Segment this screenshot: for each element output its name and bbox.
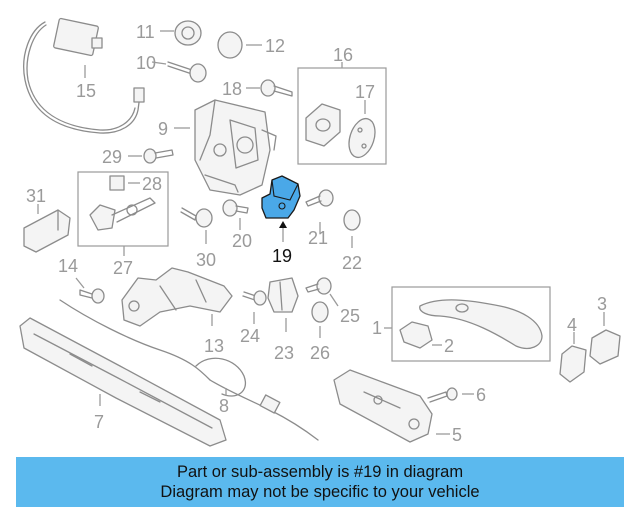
part-5-bracket xyxy=(333,369,433,443)
part-13-frame xyxy=(121,267,233,327)
callout-5: 5 xyxy=(452,425,462,445)
callout-16: 16 xyxy=(333,45,353,65)
part-1-outer-handle xyxy=(419,299,543,350)
callout-28: 28 xyxy=(142,174,162,194)
callout-15: 15 xyxy=(76,81,96,101)
callout-18: 18 xyxy=(222,79,242,99)
part-20-bolt xyxy=(222,199,249,217)
part-19-highlighted xyxy=(261,175,301,219)
callout-6: 6 xyxy=(476,385,486,405)
part-3-cover xyxy=(589,329,621,365)
callout-8: 8 xyxy=(219,396,229,416)
part-16-striker-plate xyxy=(305,103,341,147)
callout-24: 24 xyxy=(240,326,260,346)
banner-line-1: Part or sub-assembly is #19 in diagram xyxy=(176,463,464,481)
parts-diagram: 15 11 12 10 18 9 29 xyxy=(19,17,621,447)
part-30-bolt xyxy=(180,207,213,228)
part-11-grommet xyxy=(174,20,202,46)
callout-19: 19 xyxy=(272,246,292,266)
part-28-bracket xyxy=(109,175,125,191)
part-8-cable xyxy=(59,299,319,441)
callout-27: 27 xyxy=(113,258,133,278)
part-31-connector xyxy=(23,209,71,253)
callout-30: 30 xyxy=(196,250,216,270)
callout-11: 11 xyxy=(136,22,155,42)
part-6-screw xyxy=(427,387,458,403)
part-14-screw xyxy=(79,288,105,304)
part-26-bushing xyxy=(311,301,329,323)
box-1 xyxy=(391,286,551,362)
part-15-cable xyxy=(23,17,145,134)
part-22-bushing xyxy=(343,209,361,231)
part-2-handle-cap xyxy=(399,321,433,349)
callout-10: 10 xyxy=(136,53,156,73)
callout-13: 13 xyxy=(204,336,224,356)
callout-12: 12 xyxy=(265,36,285,56)
callout-20: 20 xyxy=(232,231,252,251)
callout-7: 7 xyxy=(94,412,104,432)
callout-29: 29 xyxy=(102,147,122,167)
callout-31: 31 xyxy=(26,186,46,206)
part-21-bolt xyxy=(305,189,334,207)
banner-line-2: Diagram may not be specific to your vehi… xyxy=(160,483,480,501)
callout-26: 26 xyxy=(310,343,330,363)
part-7-trim-strip xyxy=(19,317,227,447)
part-9-latch xyxy=(194,99,277,196)
callout-23: 23 xyxy=(274,343,294,363)
part-12-plug xyxy=(217,31,243,59)
box-27 xyxy=(77,171,169,247)
callout-21: 21 xyxy=(308,228,328,248)
callout-4: 4 xyxy=(567,315,577,335)
callout-9: 9 xyxy=(158,119,168,139)
callout-25: 25 xyxy=(340,306,360,326)
part-23-hinge xyxy=(267,277,299,313)
callout-3: 3 xyxy=(597,294,607,314)
part-10-bolt xyxy=(167,61,207,83)
info-banner: Part or sub-assembly is #19 in diagram D… xyxy=(16,457,624,507)
part-4-bezel xyxy=(559,345,587,383)
part-24-bolt xyxy=(242,290,267,306)
callout-14: 14 xyxy=(58,256,78,276)
callout-17: 17 xyxy=(355,82,375,102)
callout-22: 22 xyxy=(342,253,362,273)
part-18-bolt xyxy=(260,79,293,97)
part-25-bolt xyxy=(305,277,332,295)
part-29-screw xyxy=(143,148,174,164)
callout-2: 2 xyxy=(444,336,454,356)
part-27-check-link xyxy=(89,197,156,231)
part-17-pad xyxy=(348,117,376,159)
callout-1: 1 xyxy=(372,318,382,338)
